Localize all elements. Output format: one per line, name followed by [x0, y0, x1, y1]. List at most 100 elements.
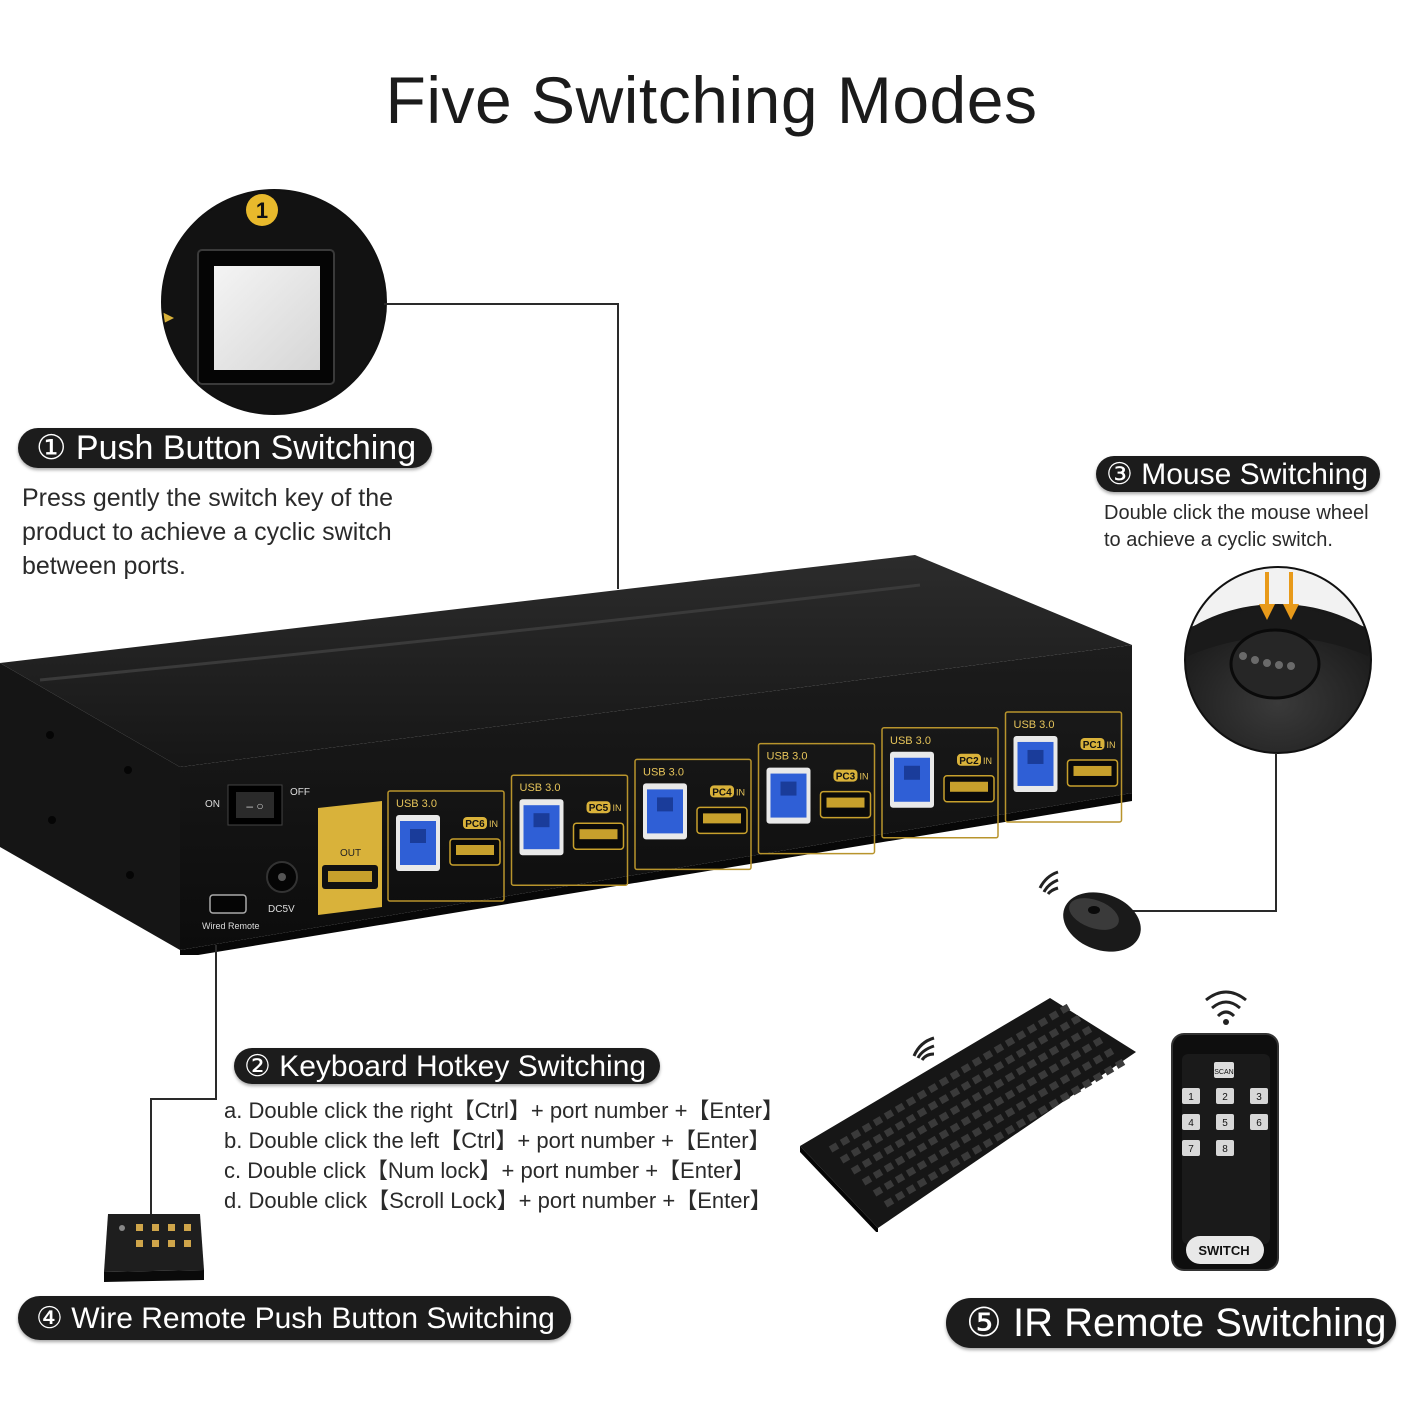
keyboard-key	[883, 1144, 895, 1155]
svg-text:3: 3	[1256, 1092, 1262, 1103]
keyboard-key	[905, 1149, 917, 1160]
svg-text:Wired Remote: Wired Remote	[202, 921, 260, 931]
keyboard-key	[949, 1122, 961, 1133]
keyboard-key	[1081, 1043, 1093, 1054]
keyboard-key	[1037, 1087, 1049, 1098]
keyboard-key	[971, 1074, 983, 1085]
keyboard-key	[938, 1111, 950, 1122]
keyboard-key	[872, 1186, 884, 1197]
keyboard-key	[949, 1069, 961, 1080]
keyboard-key	[894, 1190, 906, 1201]
keyboard-key	[1037, 1105, 1049, 1116]
keyboard-key	[1048, 1098, 1060, 1109]
svg-text:OUT: OUT	[340, 848, 361, 859]
keyboard-key	[971, 1056, 983, 1067]
keyboard-key	[1004, 1107, 1016, 1118]
svg-text:IN: IN	[1107, 740, 1116, 750]
keyboard-key	[960, 1080, 972, 1091]
svg-text:ON: ON	[205, 799, 220, 810]
keyboard-key	[894, 1138, 906, 1149]
svg-text:6: 6	[1256, 1118, 1262, 1129]
svg-text:USB 3.0: USB 3.0	[520, 782, 561, 794]
keyboard-key	[938, 1146, 950, 1157]
keyboard-key	[971, 1109, 983, 1120]
connector-line	[617, 303, 619, 589]
keyboard-key	[883, 1162, 895, 1173]
keyboard-key	[949, 1105, 961, 1116]
keyboard-key	[993, 1043, 1005, 1054]
keyboard-key	[960, 1151, 972, 1162]
keyboard-key	[1081, 1078, 1093, 1089]
keyboard-key	[850, 1129, 862, 1140]
keyboard-key	[1026, 1023, 1038, 1034]
mouse-wheel-closeup	[1184, 566, 1372, 754]
keyboard-key	[1004, 1054, 1016, 1065]
keyboard-key	[916, 1177, 928, 1188]
wifi-icon	[1205, 990, 1247, 1018]
badge-one-icon	[246, 194, 278, 226]
keyboard-key	[1026, 1076, 1038, 1087]
mode-3-description: Double click the mouse wheel to achieve …	[1104, 502, 1369, 551]
svg-text:USB 3.0: USB 3.0	[643, 766, 684, 778]
remote-key-1[interactable]	[1182, 1088, 1200, 1104]
keyboard-key	[1026, 1041, 1038, 1052]
remote-key-2[interactable]	[1216, 1088, 1234, 1104]
svg-text:2: 2	[1222, 1092, 1228, 1103]
keyboard-key	[1037, 1034, 1049, 1045]
keyboard-key	[1004, 1124, 1016, 1135]
wired-remote-port[interactable]	[209, 894, 247, 914]
keyboard-key	[982, 1050, 994, 1061]
keyboard-key	[1070, 1032, 1082, 1043]
keyboard-key	[916, 1160, 928, 1171]
keyboard-key	[938, 1164, 950, 1175]
mode-3-heading: ③ Mouse Switching	[1096, 456, 1381, 492]
keyboard-key	[971, 1144, 983, 1155]
port-label: PC2	[959, 756, 979, 767]
keyboard-key	[894, 1102, 906, 1113]
svg-text:1: 1	[256, 198, 268, 223]
keyboard-key	[905, 1184, 917, 1195]
keyboard-key	[993, 1061, 1005, 1072]
keyboard-key	[982, 1138, 994, 1149]
keyboard-key	[1092, 1036, 1104, 1047]
keyboard-key	[850, 1146, 862, 1157]
keyboard-key	[1092, 1072, 1104, 1083]
keyboard-key	[1048, 1063, 1060, 1074]
remote-key-4[interactable]	[1182, 1114, 1200, 1130]
svg-text:7: 7	[1188, 1144, 1194, 1155]
keyboard-key	[1114, 1058, 1126, 1069]
keyboard-key	[861, 1140, 873, 1151]
keyboard-key	[982, 1067, 994, 1078]
svg-text:1: 1	[1188, 1092, 1194, 1103]
wire-remote-box	[104, 1214, 204, 1282]
keyboard-key	[872, 1116, 884, 1127]
connector-line	[1275, 753, 1277, 912]
svg-text:SWITCH: SWITCH	[1198, 1243, 1249, 1258]
remote-key-6[interactable]	[1250, 1114, 1268, 1130]
mode-2-heading: ② Keyboard Hotkey Switching	[234, 1048, 661, 1084]
keyboard-key	[1048, 1045, 1060, 1056]
keyboard-key	[828, 1142, 840, 1153]
mode-4-heading: ④ Wire Remote Push Button Switching	[18, 1296, 571, 1340]
keyboard-key	[916, 1142, 928, 1153]
keyboard-key	[916, 1124, 928, 1135]
kvm-switch-device: ON – ○ OFF DC5V Wired Remote OUT USB 3.0…	[0, 555, 1132, 955]
remote-key-3[interactable]	[1250, 1088, 1268, 1104]
keyboard-key	[927, 1083, 939, 1094]
remote-key-8[interactable]	[1216, 1140, 1234, 1156]
keyboard-key	[872, 1133, 884, 1144]
wireless-keyboard	[800, 998, 1136, 1232]
scan-key[interactable]	[1214, 1062, 1234, 1078]
keyboard-key	[1037, 1069, 1049, 1080]
remote-key-7[interactable]	[1182, 1140, 1200, 1156]
keyboard-key	[905, 1096, 917, 1107]
keyboard-key	[949, 1157, 961, 1168]
keyboard-key	[883, 1179, 895, 1190]
keyboard-key	[949, 1087, 961, 1098]
keyboard-key	[927, 1171, 939, 1182]
svg-text:– ○: – ○	[246, 799, 263, 813]
svg-text:OFF: OFF	[290, 787, 310, 798]
keyboard-key	[1081, 1061, 1093, 1072]
port-label: PC1	[1083, 740, 1103, 751]
remote-key-5[interactable]	[1216, 1114, 1234, 1130]
